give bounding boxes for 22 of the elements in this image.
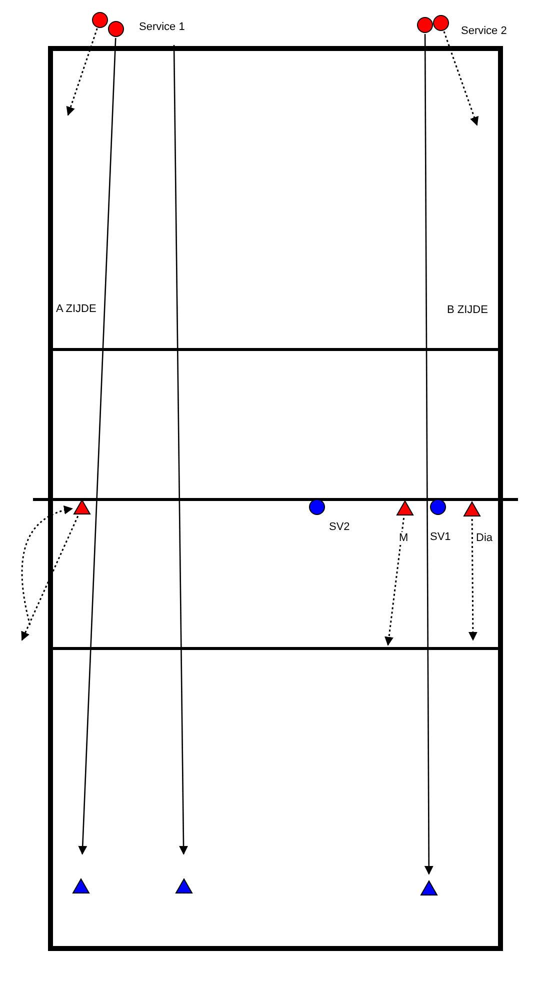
arrow — [173, 45, 188, 855]
arrow — [384, 518, 405, 646]
player-triangle — [396, 500, 414, 516]
player-triangle — [73, 499, 91, 515]
ball-marker — [430, 499, 446, 515]
arrow — [66, 28, 98, 116]
player-triangle — [72, 878, 90, 894]
player-triangle — [420, 880, 438, 896]
ball-marker — [309, 499, 325, 515]
arrow — [424, 34, 434, 875]
player-triangle — [175, 878, 193, 894]
ball-marker — [108, 21, 124, 37]
ball-marker — [92, 12, 108, 28]
player-triangle — [463, 501, 481, 517]
player-label: M — [399, 532, 408, 545]
arrow — [443, 31, 479, 126]
ball-marker — [417, 17, 433, 33]
arrow — [468, 519, 478, 641]
ball-marker — [433, 15, 449, 31]
arrow — [21, 516, 79, 641]
arrow — [21, 506, 73, 626]
arrow — [78, 38, 116, 855]
